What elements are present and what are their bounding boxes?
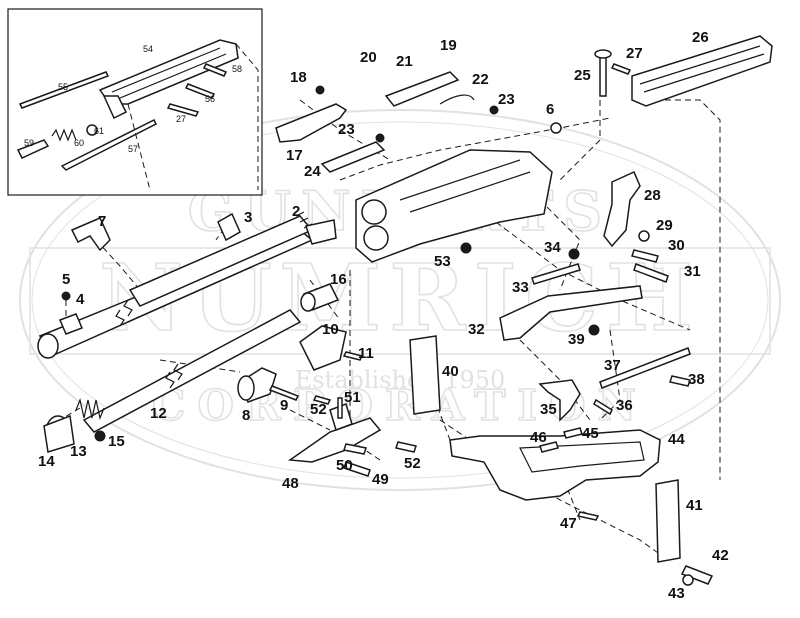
- part-label-44: 44: [668, 431, 685, 448]
- watermark-established: Established 1950: [295, 366, 506, 394]
- part-label-40: 40: [442, 363, 459, 380]
- inset-label-59: 59: [24, 138, 34, 148]
- part-label-24: 24: [304, 163, 321, 180]
- part-label-38: 38: [688, 371, 705, 388]
- part-label-9: 9: [280, 397, 288, 414]
- part-label-49: 49: [372, 471, 389, 488]
- part-label-52: 52: [310, 401, 327, 418]
- part-label-6: 6: [546, 101, 554, 118]
- inset-label-58: 58: [232, 64, 242, 74]
- inset-label-60: 60: [74, 138, 84, 148]
- part-label-47: 47: [560, 515, 577, 532]
- part-label-11: 11: [358, 345, 374, 362]
- inset-box: 54 55 58 56 27 59 60 61 57: [7, 8, 263, 196]
- part-label-7: 7: [98, 213, 106, 230]
- inset-label-61: 61: [94, 126, 104, 136]
- part-number-labels: 1 2 3 4 5 6 7 8 9 10 11 12 13 14 15 16 1…: [38, 29, 729, 602]
- part-label-34: 34: [544, 239, 561, 256]
- part-label-8: 8: [242, 407, 250, 424]
- part-label-39: 39: [568, 331, 585, 348]
- part-label-45: 45: [582, 425, 599, 442]
- part-label-41: 41: [686, 497, 703, 514]
- part-label-21: 21: [396, 53, 413, 70]
- part-label-13: 13: [70, 443, 87, 460]
- part-label-50: 50: [336, 457, 353, 474]
- part-label-17: 17: [286, 147, 303, 164]
- inset-label-54: 54: [143, 44, 153, 54]
- part-label-22: 22: [472, 71, 489, 88]
- inset-label-27: 27: [176, 114, 186, 124]
- part-label-52b: 52: [404, 455, 421, 472]
- part-label-23: 23: [498, 91, 515, 108]
- part-label-42: 42: [712, 547, 729, 564]
- part-label-25: 25: [574, 67, 591, 84]
- part-label-36: 36: [616, 397, 633, 414]
- part-label-16: 16: [330, 271, 347, 288]
- inset-label-57: 57: [128, 144, 138, 154]
- part-label-2: 2: [292, 203, 300, 220]
- part-label-37: 37: [604, 357, 621, 374]
- part-label-35: 35: [540, 401, 557, 418]
- part-label-23b: 23: [338, 121, 355, 138]
- part-label-33: 33: [512, 279, 529, 296]
- part-label-27: 27: [626, 45, 643, 62]
- part-label-31: 31: [684, 263, 701, 280]
- part-label-53: 53: [434, 253, 451, 270]
- part-label-26: 26: [692, 29, 709, 46]
- part-label-51: 51: [344, 389, 361, 406]
- part-label-29: 29: [656, 217, 673, 234]
- part-label-5: 5: [62, 271, 70, 288]
- part-label-3: 3: [244, 209, 252, 226]
- part-label-28: 28: [644, 187, 661, 204]
- part-label-48: 48: [282, 475, 299, 492]
- part-label-4: 4: [76, 291, 85, 308]
- inset-label-55: 55: [58, 82, 68, 92]
- part-label-43: 43: [668, 585, 685, 602]
- inset-label-56: 56: [205, 94, 215, 104]
- part-label-32: 32: [468, 321, 485, 338]
- part-label-18: 18: [290, 69, 307, 86]
- part-label-14: 14: [38, 453, 55, 470]
- parts-drawing: [37, 35, 773, 586]
- part-label-46: 46: [530, 429, 547, 446]
- part-label-30: 30: [668, 237, 685, 254]
- part-label-12: 12: [150, 405, 167, 422]
- part-label-20: 20: [360, 49, 377, 66]
- part-label-15: 15: [108, 433, 125, 450]
- part-label-10: 10: [322, 321, 339, 338]
- part-label-19: 19: [440, 37, 457, 54]
